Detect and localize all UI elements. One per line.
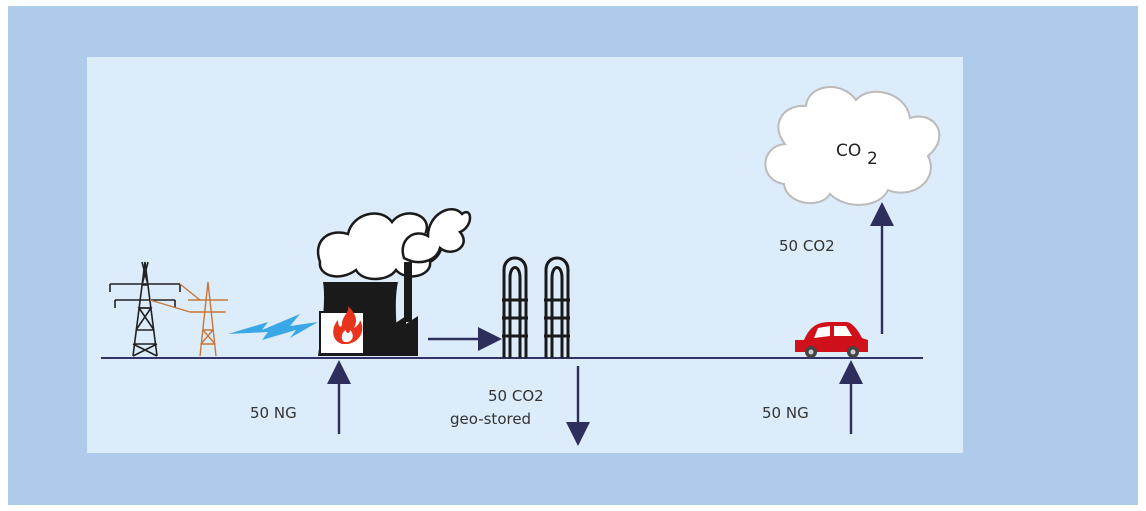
power-plant-icon bbox=[316, 208, 472, 356]
lightning-bolt-icon bbox=[228, 314, 318, 340]
co2-capture-columns-icon bbox=[502, 256, 570, 358]
car-emission-label: 50 CO2 bbox=[779, 237, 835, 255]
plant-input-label: 50 NG bbox=[250, 404, 297, 422]
car-input-label: 50 NG bbox=[762, 404, 809, 422]
flame-icon bbox=[333, 306, 363, 344]
geo-stored-label-line2: geo-stored bbox=[450, 410, 531, 428]
transmission-tower-icon bbox=[109, 261, 181, 357]
cloud-co2-label: CO bbox=[836, 141, 861, 161]
geo-stored-label-line1: 50 CO2 bbox=[488, 387, 544, 405]
co2-cloud-icon bbox=[764, 86, 941, 206]
cloud-co2-subscript: 2 bbox=[867, 149, 878, 169]
car-icon bbox=[795, 322, 868, 358]
transmission-tower-small-icon bbox=[149, 281, 228, 357]
